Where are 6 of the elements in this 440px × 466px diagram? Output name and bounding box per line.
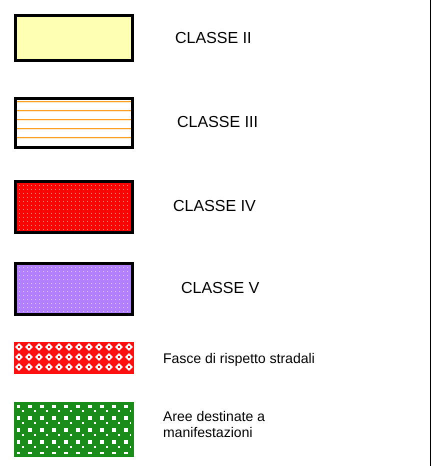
legend-label: CLASSE III <box>177 114 259 132</box>
legend-label: CLASSE V <box>181 280 260 298</box>
legend-label: CLASSE II <box>175 30 252 48</box>
legend-label: Aree destinate a manifestazioni <box>163 408 266 440</box>
legend-label: CLASSE IV <box>173 198 257 216</box>
legend-label: Fasce di rispetto stradali <box>163 350 316 366</box>
